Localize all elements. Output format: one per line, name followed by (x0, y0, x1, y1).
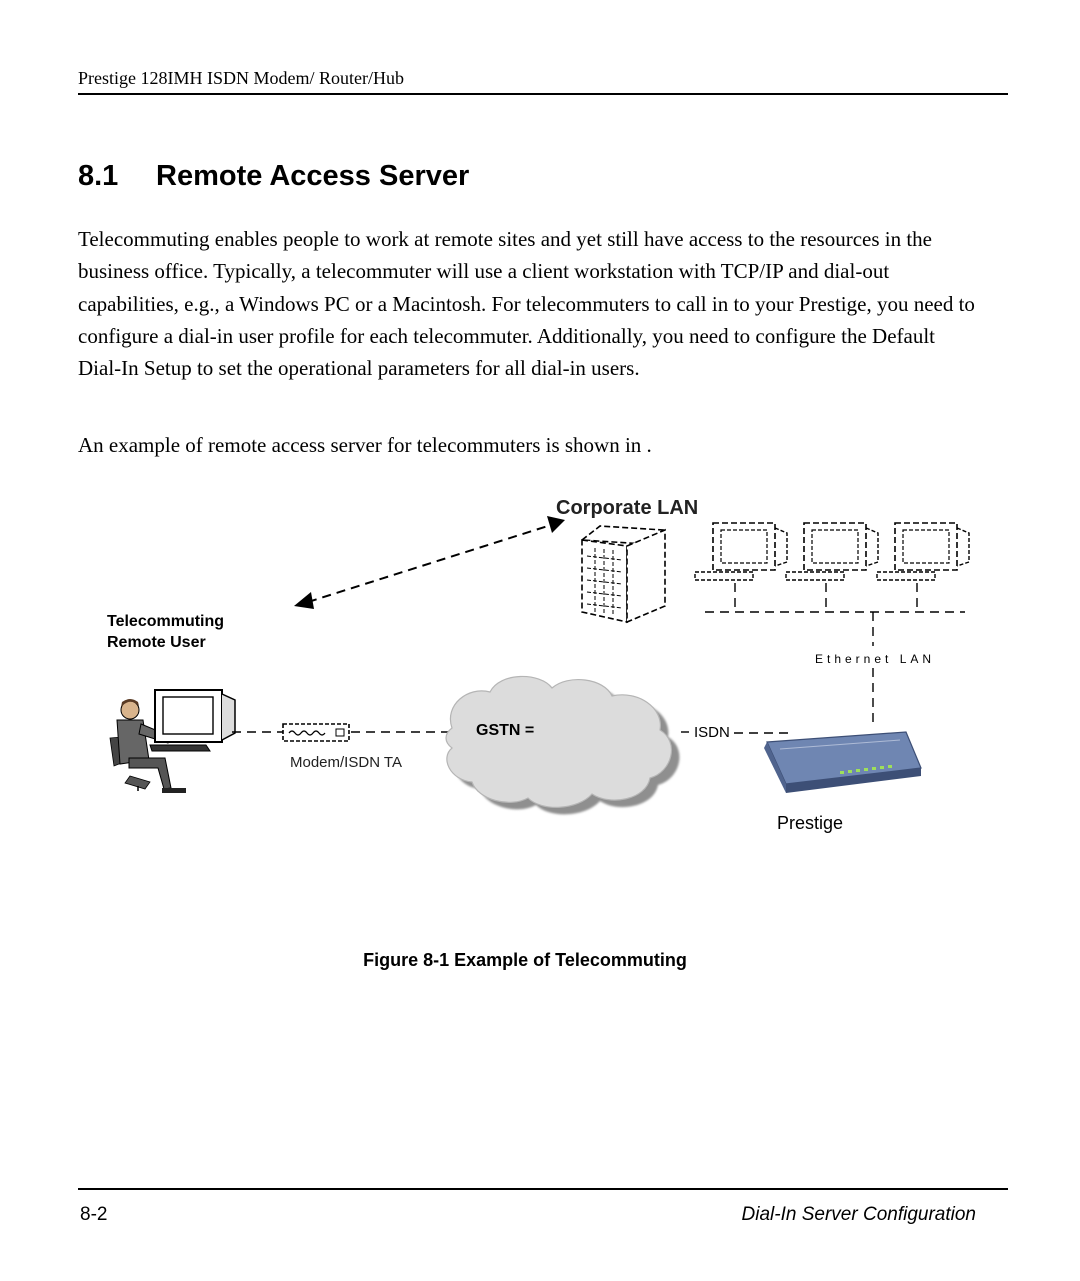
body-paragraph-1: Telecommuting enables people to work at … (78, 227, 975, 381)
ethernet-lan-label: Ethernet LAN (815, 652, 936, 666)
body-paragraph-2: An example of remote access server for t… (78, 433, 652, 457)
section-number: 8.1 (78, 160, 119, 192)
telecommuting-figure: Corporate LAN Telecommuting Remote User … (0, 480, 1080, 880)
section-title: 8.1 Remote Access Server (78, 160, 469, 193)
corporate-building-icon (579, 525, 666, 624)
telecommuting-label: Telecommuting (107, 613, 225, 630)
modem-isdn-ta-icon (282, 723, 350, 742)
remote-user-label: Remote User (107, 634, 206, 651)
page-number: 8-2 (80, 1204, 108, 1225)
lan-computer-icon (876, 522, 970, 581)
corporate-lan-label: Corporate LAN (556, 497, 699, 519)
isdn-label: ISDN (694, 724, 730, 741)
ethernet-lan-bus (705, 583, 965, 722)
section-title-text: Remote Access Server (156, 160, 470, 192)
running-title: Prestige 128IMH ISDN Modem/ Router/Hub (78, 68, 404, 88)
gstn-label: GSTN = (476, 722, 535, 739)
footer-rule (78, 1188, 1008, 1190)
network-diagram (109, 516, 970, 815)
prestige-label: Prestige (777, 813, 844, 833)
chapter-title: Dial-In Server Configuration (741, 1204, 976, 1225)
remote-user-icon (109, 689, 236, 793)
prestige-router-icon (764, 731, 922, 793)
figure-caption: Figure 8-1 Example of Telecommuting (363, 950, 687, 970)
lan-computer-icon (694, 522, 788, 581)
access-arrow (294, 516, 565, 609)
running-header: Prestige 128IMH ISDN Modem/ Router/Hub (78, 68, 1008, 95)
lan-computer-icon (785, 522, 879, 581)
modem-isdn-ta-label: Modem/ISDN TA (290, 754, 402, 771)
gstn-cloud-icon (445, 675, 680, 815)
